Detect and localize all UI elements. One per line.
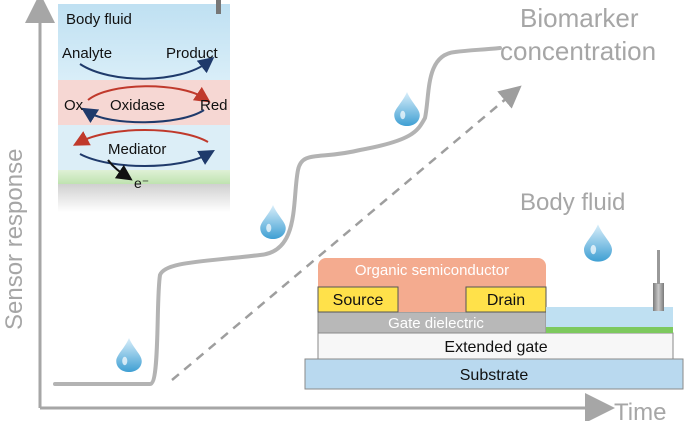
inset-base (58, 184, 230, 212)
fluid-pad (546, 307, 673, 327)
mediator-arrow-top (72, 129, 209, 146)
drain-electrode (465, 286, 547, 313)
trend-arrow (171, 85, 522, 381)
droplet-icon (584, 224, 612, 262)
sensing-inset: Body fluid Analyte Product Ox Oxidase Re… (58, 0, 230, 212)
red-to-ox-arrow-bottom (81, 107, 205, 124)
device-stack: Body fluid Substrate Extended gate Gate … (304, 189, 684, 390)
extended-gate-label: Extended gate (444, 339, 547, 356)
drain-label: Drain (487, 292, 525, 309)
electron-arrow (107, 159, 133, 181)
droplet-icon (394, 92, 420, 126)
organic-semiconductor-label: Organic semiconductor (355, 262, 509, 279)
gate-dielectric-label: Gate dielectric (388, 315, 484, 332)
y-axis-label: Sensor response (1, 149, 28, 330)
body-fluid-label: Body fluid (520, 189, 625, 216)
inset-electrode-layer (58, 170, 230, 184)
sensing-electrode-strip (546, 327, 673, 333)
ox-label: Ox (64, 97, 84, 114)
droplet-icon (260, 205, 286, 239)
curve-label-line1: Biomarker (520, 3, 639, 33)
mediator-label: Mediator (108, 141, 166, 158)
droplet-icon (116, 338, 142, 372)
electron-label: e⁻ (134, 175, 149, 191)
source-label: Source (333, 292, 384, 309)
analyte-to-product-arrow (79, 57, 215, 80)
extended-gate-layer (317, 332, 674, 360)
substrate-label: Substrate (460, 367, 529, 384)
curve-label-line2: concentration (500, 36, 656, 66)
reference-probe (653, 283, 664, 311)
mediator-arrow-bottom (79, 150, 215, 167)
reference-probe-wire (657, 250, 660, 284)
oxidase-label: Oxidase (110, 97, 165, 114)
source-electrode (317, 286, 399, 313)
red-label: Red (200, 97, 228, 114)
product-label: Product (166, 45, 219, 62)
ox-to-red-arrow-top (87, 85, 211, 103)
substrate-layer (304, 358, 684, 390)
inset-title: Body fluid (66, 11, 132, 28)
analyte-label: Analyte (62, 45, 112, 62)
inset-probe (216, 0, 221, 14)
x-axis-label: Time (614, 399, 666, 421)
response-curve (53, 46, 502, 386)
